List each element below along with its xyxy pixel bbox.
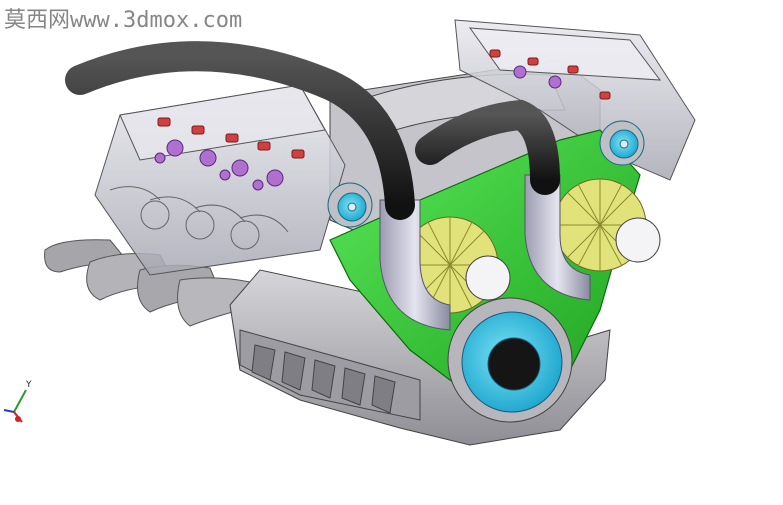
pipes [379,174,591,331]
crank-pulley [447,297,573,423]
watermark-text: 莫西网www.3dmox.com [4,8,243,33]
cam-gear-right [553,178,661,272]
hoses [65,41,560,220]
rocker-parts [157,49,611,159]
triad-y-label: Y [26,380,32,390]
left-cylinder-head [94,84,346,276]
y-axis-line [13,389,27,413]
valve-parts [154,65,562,191]
idler-pulleys [327,120,645,228]
z-axis-line [3,409,15,413]
coordinate-triad-icon: Y [2,380,42,428]
